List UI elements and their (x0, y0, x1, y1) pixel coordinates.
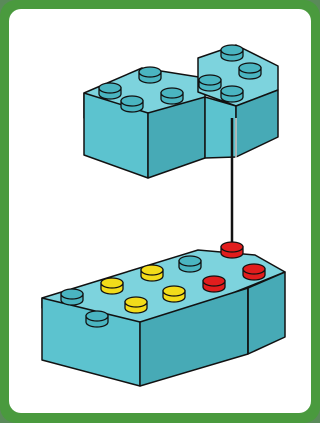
stud (140, 264, 164, 282)
stud (220, 241, 244, 259)
stud (238, 62, 262, 80)
top-studs (98, 44, 262, 113)
stud (220, 44, 244, 62)
stud (124, 296, 148, 314)
stud (85, 310, 109, 328)
stud (202, 275, 226, 293)
stud (198, 74, 222, 92)
stud (220, 85, 244, 103)
stud (100, 277, 124, 295)
stud (162, 285, 186, 303)
stud (98, 82, 122, 100)
stud (242, 263, 266, 281)
stud (60, 288, 84, 306)
bottom-brick-assembly (41, 241, 286, 387)
stud (178, 255, 202, 273)
stud (160, 87, 184, 105)
top-brick-assembly (83, 44, 279, 179)
stud (120, 95, 144, 113)
stud (138, 66, 162, 84)
bottom-studs (60, 241, 266, 328)
